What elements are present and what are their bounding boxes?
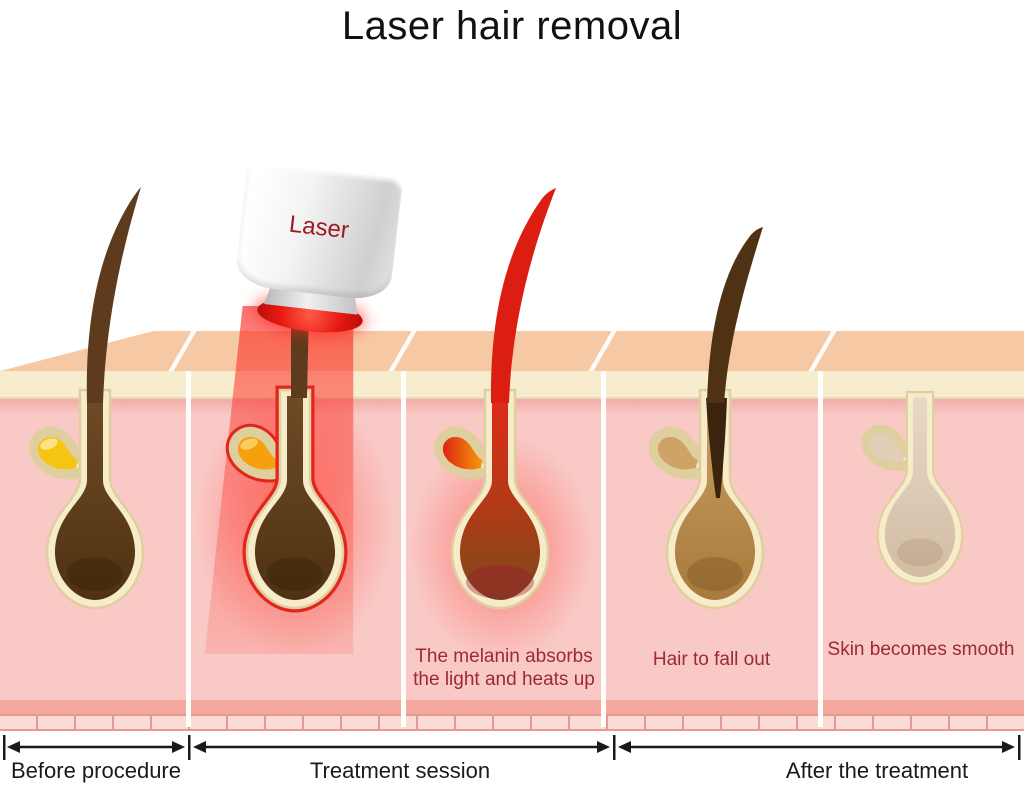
deep-dermis-layer xyxy=(0,700,1024,714)
follicle-empty xyxy=(861,391,964,586)
caption-melanin: The melanin absorbs the light and heats … xyxy=(413,646,595,691)
hair-shaft-before xyxy=(86,187,141,403)
subcutaneous-layer xyxy=(0,714,1024,731)
laser-device-label: Laser xyxy=(287,210,351,245)
caption-fallout: Hair to fall out xyxy=(652,649,771,670)
caption-smooth: Skin becomes smooth xyxy=(827,639,1015,660)
stage-label-before: Before procedure xyxy=(11,758,181,783)
follicle-heated xyxy=(410,388,594,663)
sebaceous-gland xyxy=(442,436,483,470)
hair-bulb xyxy=(674,396,756,600)
panel-divider xyxy=(401,371,406,727)
follicle-before xyxy=(28,388,145,610)
sebaceous-gland xyxy=(869,433,905,463)
panel-divider xyxy=(818,371,823,727)
laser-handpiece: Laser xyxy=(233,161,404,303)
panel-divider xyxy=(601,371,606,727)
panel-divider xyxy=(186,371,191,727)
hair-bulb xyxy=(459,396,541,600)
bulb-shade xyxy=(67,557,123,591)
page-title: Laser hair removal xyxy=(341,4,683,48)
bulb-shade xyxy=(267,557,323,591)
stage-label-treatment: Treatment session xyxy=(309,758,491,783)
timeline-arrows xyxy=(3,735,1021,760)
bulb-shade xyxy=(897,538,943,567)
gland-highlight xyxy=(40,438,58,450)
hair-bulb xyxy=(54,396,136,600)
hair-shaft-heated xyxy=(490,188,556,403)
gland-highlight xyxy=(240,438,258,450)
bulb-shade xyxy=(687,557,743,591)
laser-device: Laser xyxy=(216,154,420,354)
hair-bulb xyxy=(254,396,336,600)
hair-shaft-fallout xyxy=(707,227,763,403)
empty-follicle-cavity xyxy=(884,397,956,577)
timeline-arrowheads xyxy=(7,741,1015,753)
follicle-lasered xyxy=(195,385,395,658)
bulb-rim xyxy=(466,565,534,599)
detaching-hair-root xyxy=(706,398,727,498)
stage-label-after: After the treatment xyxy=(785,758,969,783)
timeline-ticks xyxy=(3,735,1021,760)
sebaceous-gland xyxy=(657,436,698,470)
follicle-fallout xyxy=(648,388,765,610)
